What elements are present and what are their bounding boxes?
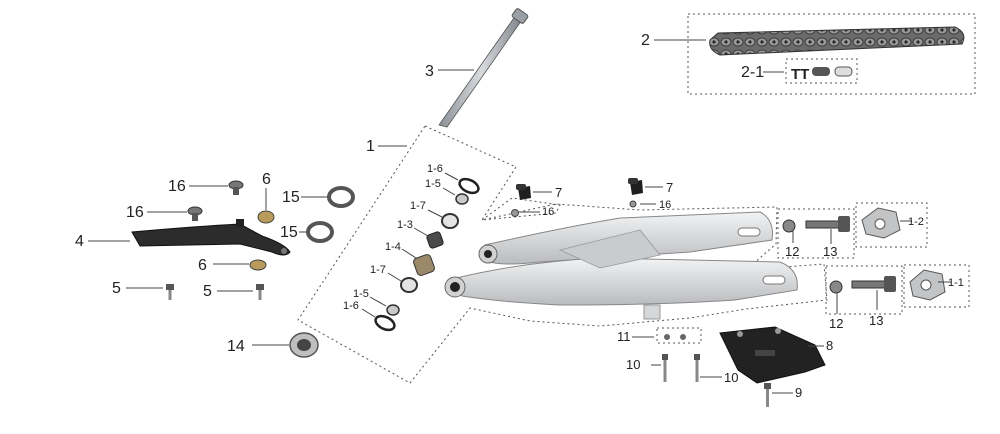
- drive-chain: [709, 26, 965, 56]
- bolt-9: [764, 383, 771, 407]
- adjuster-plate-1-2: [861, 207, 901, 239]
- bearing-1-7-bottom: [400, 277, 418, 293]
- swingarm: [444, 211, 798, 320]
- adjuster-box-lower: [825, 265, 903, 315]
- slider-bolt-16-upper: [228, 180, 244, 195]
- chain-link-box: [785, 58, 858, 84]
- label-16-right: 16: [659, 199, 671, 211]
- label-1-5-bottom: 1-5: [353, 288, 369, 300]
- label-1-1: 1-1: [948, 277, 964, 289]
- label-5-right: 5: [203, 283, 212, 300]
- label-1-5-top: 1-5: [425, 178, 441, 190]
- nut-11-a: [664, 334, 670, 340]
- label-1-7-top: 1-7: [410, 200, 426, 212]
- label-16-upper: 16: [168, 178, 186, 195]
- label-1-4: 1-4: [385, 241, 401, 253]
- label-3: 3: [425, 63, 434, 80]
- label-13-upper: 13: [823, 244, 837, 259]
- spacer-6-upper: [257, 210, 275, 224]
- washer-1-5-top: [455, 193, 469, 205]
- label-1-6-bottom: 1-6: [343, 300, 359, 312]
- washer-1-5-bottom: [386, 304, 400, 316]
- seal-1-6-top: [458, 177, 480, 195]
- label-15-upper: 15: [282, 189, 300, 206]
- label-1-6-top: 1-6: [427, 163, 443, 175]
- screw-5-right: [256, 284, 264, 300]
- label-1-3: 1-3: [397, 219, 413, 231]
- bolt-10-right: [694, 354, 700, 382]
- nut-11-box: [656, 327, 702, 344]
- spacer-6-lower: [249, 259, 267, 271]
- screw-5-left: [166, 284, 174, 300]
- label-9: 9: [795, 385, 802, 400]
- label-16-lower: 16: [126, 204, 144, 221]
- bumper-box: [480, 197, 561, 221]
- slider-bolt-16-lower: [187, 206, 203, 221]
- label-15-lower: 15: [280, 224, 298, 241]
- nut-12-upper: [782, 219, 796, 233]
- screw-16-right: [629, 200, 637, 208]
- label-7-right: 7: [666, 180, 673, 195]
- svg-text:TT: TT: [791, 66, 809, 83]
- chain-box: [687, 13, 976, 95]
- label-2-1: 2-1: [741, 64, 764, 81]
- washer-15-lower: [306, 221, 334, 243]
- bearing-kit-outline: [297, 125, 828, 384]
- adjuster-plate-box-lower: [903, 264, 970, 308]
- label-12-upper: 12: [785, 244, 799, 259]
- screw-16-left: [511, 209, 519, 217]
- label-13-lower: 13: [869, 313, 883, 328]
- label-1-2: 1-2: [908, 216, 924, 228]
- rubber-bumper-right: [628, 178, 643, 195]
- label-5-left: 5: [112, 280, 121, 297]
- label-14: 14: [227, 338, 245, 355]
- label-16-left: 16: [542, 206, 554, 218]
- adjuster-bolt-13-upper: [805, 216, 850, 232]
- seal-1-6-bottom: [374, 314, 396, 332]
- label-1-7-bottom: 1-7: [370, 264, 386, 276]
- label-12-lower: 12: [829, 316, 843, 331]
- adjuster-box-upper: [777, 208, 855, 259]
- label-10-left: 10: [626, 357, 640, 372]
- nut-11-b: [680, 334, 686, 340]
- label-6-lower: 6: [198, 257, 207, 274]
- rubber-bumper-left: [516, 184, 531, 200]
- collar-1-3: [426, 231, 444, 249]
- label-4: 4: [75, 233, 84, 250]
- label-7-left: 7: [555, 185, 562, 200]
- adjuster-plate-box-upper: [855, 202, 928, 248]
- label-2: 2: [641, 32, 650, 49]
- bolt-10-left: [662, 354, 668, 382]
- nut-12-lower: [829, 280, 843, 294]
- bearing-1-7-top: [441, 213, 459, 229]
- washer-15-upper: [327, 186, 355, 208]
- swingarm-axle: [438, 8, 529, 128]
- label-1: 1: [366, 138, 375, 155]
- label-11: 11: [617, 329, 631, 344]
- adjuster-plate-1-1: [909, 269, 946, 301]
- chain-slider: [131, 219, 291, 256]
- chain-master-link: TT: [791, 66, 853, 83]
- pivot-nut-14: [289, 332, 319, 358]
- label-10-right: 10: [724, 370, 738, 385]
- label-8: 8: [826, 338, 833, 353]
- adjuster-bolt-13-lower: [851, 276, 896, 292]
- chain-guide: [719, 326, 826, 384]
- label-6-upper: 6: [262, 171, 271, 188]
- bushing-1-4: [413, 254, 435, 276]
